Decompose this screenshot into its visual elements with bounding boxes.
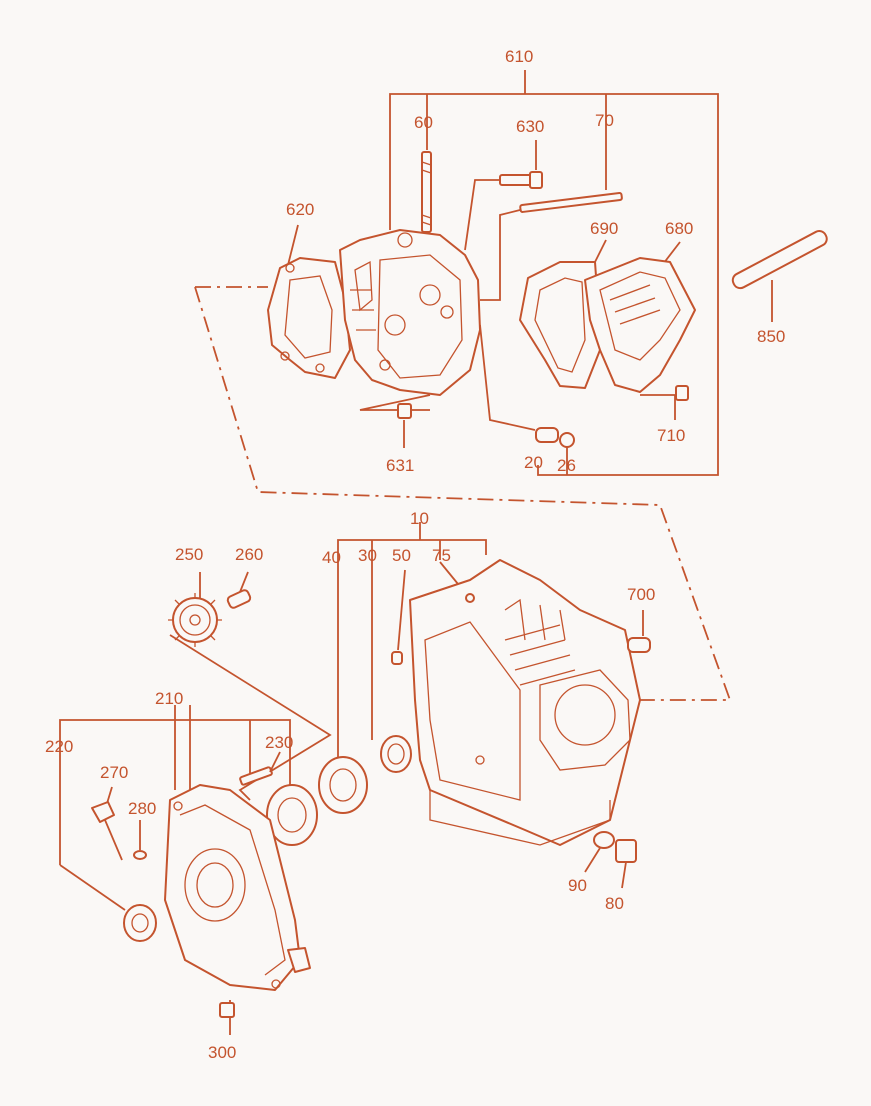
bolt-710 — [675, 385, 689, 401]
label-631: 631 — [386, 456, 414, 475]
label-40: 40 — [322, 548, 341, 567]
label-210: 210 — [155, 689, 183, 708]
bolt-230 — [239, 766, 273, 786]
label-710: 710 — [657, 426, 685, 445]
o-ring-280 — [133, 850, 147, 860]
head-gasket-620 — [267, 257, 351, 379]
label-610: 610 — [505, 47, 533, 66]
bolt-300 — [219, 1002, 235, 1018]
cylinder-head — [339, 229, 481, 396]
oil-seal-30 — [380, 735, 412, 773]
bolt-631 — [397, 403, 412, 419]
label-270: 270 — [100, 763, 128, 782]
label-280: 280 — [128, 799, 156, 818]
shaft-260 — [226, 589, 252, 609]
label-30: 30 — [358, 546, 377, 565]
side-cover-group — [59, 571, 332, 1035]
label-50: 50 — [392, 546, 411, 565]
nut-26 — [559, 432, 575, 448]
drain-plug-80 — [615, 839, 637, 863]
label-680: 680 — [665, 219, 693, 238]
label-250: 250 — [175, 545, 203, 564]
label-620: 620 — [286, 200, 314, 219]
pin-850 — [731, 229, 828, 290]
label-230: 230 — [265, 733, 293, 752]
oil-seal-220 — [123, 904, 157, 942]
label-260: 260 — [235, 545, 263, 564]
label-90: 90 — [568, 876, 587, 895]
label-850: 850 — [757, 327, 785, 346]
bearing-40 — [318, 756, 368, 814]
callout-labels: 610 60 630 70 620 690 680 850 710 631 20… — [45, 47, 785, 1062]
label-60: 60 — [414, 113, 433, 132]
dowel-700 — [627, 637, 651, 653]
label-70: 70 — [595, 111, 614, 130]
bolt-630 — [499, 174, 533, 186]
crankcase — [409, 559, 641, 846]
label-20: 20 — [524, 453, 543, 472]
crankcase-group — [318, 522, 651, 889]
label-80: 80 — [605, 894, 624, 913]
cylinder-head-group — [267, 70, 828, 476]
label-630: 630 — [516, 117, 544, 136]
rocker-cover-680 — [584, 257, 696, 393]
label-690: 690 — [590, 219, 618, 238]
label-26: 26 — [557, 456, 576, 475]
label-10: 10 — [410, 509, 429, 528]
pin-50 — [391, 651, 403, 665]
oil-filler-270 — [91, 801, 115, 823]
washer-90 — [593, 831, 615, 849]
stud-70 — [519, 192, 623, 213]
label-75: 75 — [432, 546, 451, 565]
dowel-20 — [535, 427, 559, 443]
plug-75 — [465, 593, 475, 603]
label-300: 300 — [208, 1043, 236, 1062]
bearing-210 — [266, 784, 318, 846]
label-220: 220 — [45, 737, 73, 756]
label-700: 700 — [627, 585, 655, 604]
